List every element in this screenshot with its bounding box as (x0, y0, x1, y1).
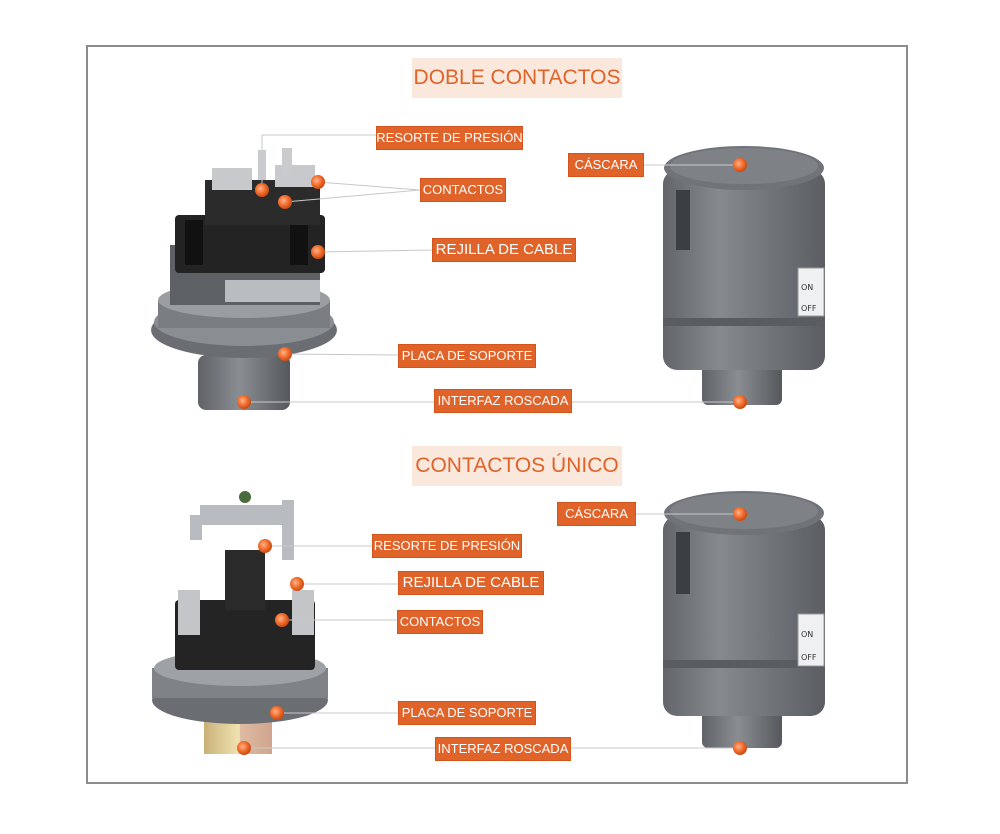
leader-line (284, 189, 421, 203)
marker-dot (733, 395, 747, 409)
double-contact-switch-illustration (151, 148, 337, 410)
marker-dot (311, 175, 325, 189)
marker-dot (258, 539, 272, 553)
shell-plate-on-top: ON (801, 283, 813, 292)
leader-line (317, 249, 433, 253)
marker-dot (290, 577, 304, 591)
label-shell-bottom: CÁSCARA (557, 502, 636, 526)
marker-dot (278, 347, 292, 361)
marker-dot (733, 158, 747, 172)
label-spring-bottom: RESORTE DE PRESIÓN (372, 534, 522, 558)
leader-line (261, 134, 376, 190)
marker-dots (237, 158, 747, 755)
shell-cap-illustration-top (663, 146, 825, 405)
marker-dot (237, 395, 251, 409)
shell-plate-on-bottom: ON (801, 630, 813, 639)
label-cable-grid-bottom: REJILLA DE CABLE (398, 571, 544, 595)
label-cable-grid-top: REJILLA DE CABLE (432, 238, 576, 262)
label-support-plate-top: PLACA DE SOPORTE (398, 344, 536, 368)
shell-plate-off-top: OFF (801, 304, 817, 313)
label-threaded-interface-top: INTERFAZ ROSCADA (434, 389, 572, 413)
marker-dot (255, 183, 269, 197)
marker-dot (733, 507, 747, 521)
marker-dot (278, 195, 292, 209)
leader-line (317, 181, 421, 191)
marker-dot (275, 613, 289, 627)
marker-dot (237, 741, 251, 755)
label-support-plate-bottom: PLACA DE SOPORTE (398, 701, 536, 725)
shell-cap-illustration-bottom (663, 491, 825, 748)
label-contacts-top: CONTACTOS (420, 178, 506, 202)
leader-line (284, 353, 399, 356)
section-title-double: DOBLE CONTACTOS (412, 58, 622, 98)
single-contact-switch-illustration (152, 491, 328, 754)
marker-dot (311, 245, 325, 259)
section-title-single: CONTACTOS ÚNICO (412, 446, 622, 486)
marker-dot (733, 741, 747, 755)
label-shell-top: CÁSCARA (568, 153, 644, 177)
label-contacts-bottom: CONTACTOS (397, 610, 483, 634)
label-threaded-interface-bottom: INTERFAZ ROSCADA (435, 737, 571, 761)
marker-dot (270, 706, 284, 720)
label-spring-top: RESORTE DE PRESIÓN (376, 126, 523, 150)
shell-plate-off-bottom: OFF (801, 653, 817, 662)
leader-lines (244, 134, 740, 749)
